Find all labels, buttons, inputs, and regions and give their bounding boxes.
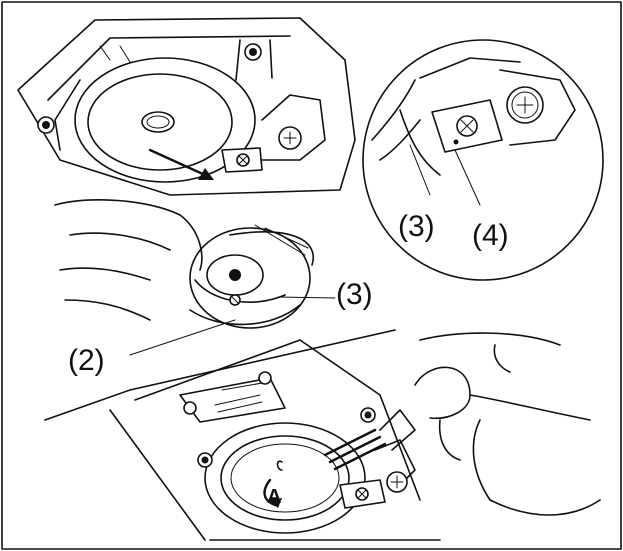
hand-inserting-bobbin [54, 199, 336, 329]
leader-line-2 [129, 319, 236, 356]
bottom-cleaning-area [44, 329, 601, 541]
callout-3-top: (3) [398, 210, 435, 243]
marker-a: A [267, 486, 281, 508]
callout-2: (2) [68, 344, 105, 377]
callout-3-mid: (3) [336, 278, 373, 311]
detail-magnifier [362, 39, 604, 281]
top-bobbin-area [17, 17, 356, 196]
callout-4: (4) [472, 219, 509, 252]
